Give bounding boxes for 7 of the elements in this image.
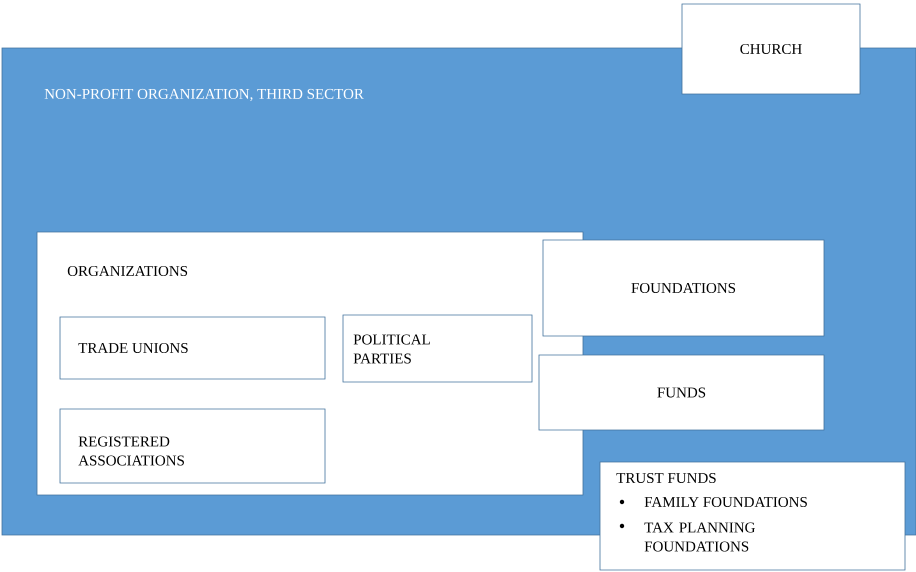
category-box: POLITICAL PARTIES	[342, 314, 532, 382]
category-box: FOUNDATIONS	[542, 240, 824, 336]
category-box: CHURCH	[682, 4, 860, 94]
category-box: FUNDS	[538, 354, 824, 430]
category-box: TRADE UNIONS	[60, 316, 326, 380]
category-box: REGISTERED ASSOCIATIONS	[60, 408, 326, 484]
category-box: TRUST FUNDS FAMILY FOUNDATIONS TAX PLANNING FOUNDATIONS	[600, 462, 906, 570]
